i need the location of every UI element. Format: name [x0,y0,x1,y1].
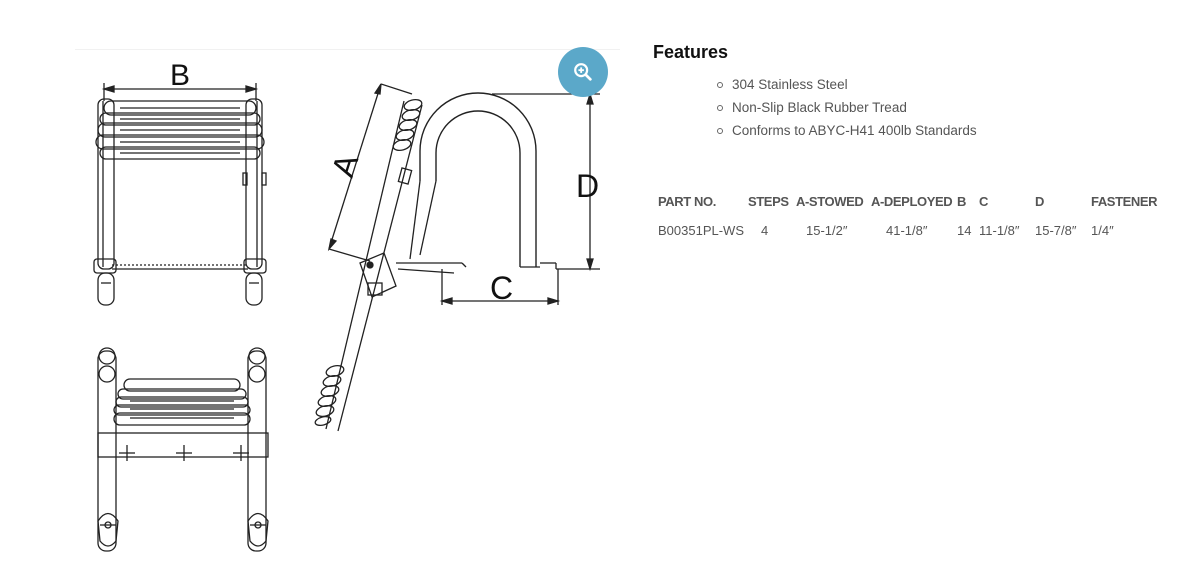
ladder-top-view [97,347,269,552]
header-a-deployed: A-DEPLOYED [871,193,953,209]
table-header-row: PART NO. STEPS A-STOWED A-DEPLOYED B C D… [654,190,1158,212]
circle-bullet-icon [717,82,723,88]
ladder-side-view: A [314,83,600,432]
cell-steps: 4 [761,222,769,238]
technical-drawing: B [75,49,620,569]
header-b: B [957,193,966,209]
svg-text:B: B [170,59,190,92]
zoom-in-icon [574,63,592,81]
feature-item: 304 Stainless Steel [716,76,977,99]
cell-part-no: B00351PL-WS [658,222,744,238]
header-steps: STEPS [748,193,789,209]
cell-fastener: 1/4″ [1091,222,1114,238]
circle-bullet-icon [717,105,723,111]
cell-a-deployed: 41-1/8″ [886,222,928,238]
cell-b: 14 [957,222,972,238]
feature-item: Conforms to ABYC-H41 400lb Standards [716,122,977,145]
header-part-no: PART NO. [658,193,716,209]
header-fastener: FASTENER [1091,193,1158,209]
svg-text:C: C [490,270,513,306]
features-list: 304 Stainless Steel Non-Slip Black Rubbe… [716,76,977,145]
features-heading: Features [653,42,729,62]
cell-c: 11-1/8″ [979,222,1020,238]
table-row: B00351PL-WS 4 15-1/2″ 41-1/8″ 14 11-1/8″… [654,212,1157,238]
spec-table: PART NO. STEPS A-STOWED A-DEPLOYED B C D… [654,190,1158,238]
header-a-stowed: A-STOWED [796,193,864,209]
zoom-image-button[interactable] [558,47,608,97]
feature-item: Non-Slip Black Rubber Tread [716,99,977,122]
ladder-front-view-stowed: B [93,59,267,306]
circle-bullet-icon [717,128,723,134]
header-d: D [1035,193,1044,209]
svg-text:D: D [576,168,599,204]
header-c: C [979,193,988,209]
cell-d: 15-7/8″ [1035,222,1077,238]
cell-a-stowed: 15-1/2″ [806,222,848,238]
